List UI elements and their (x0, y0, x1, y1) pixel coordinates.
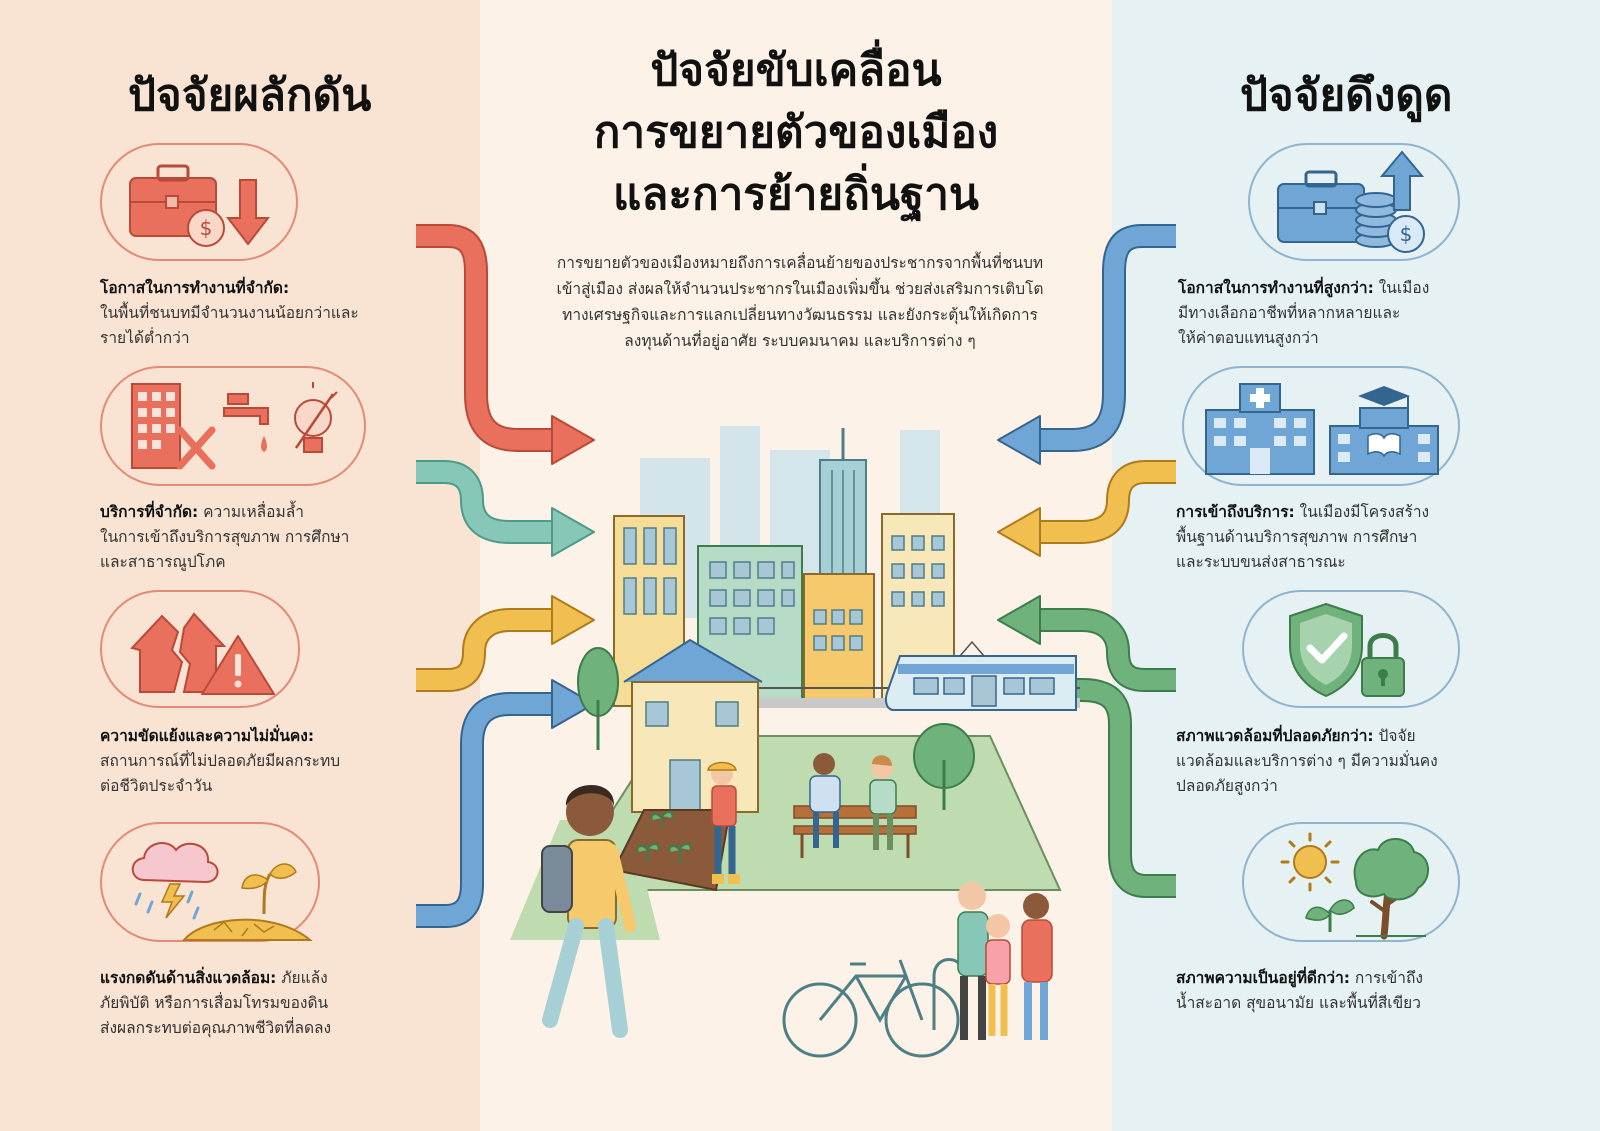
main-title: ปัจจัยขับเคลื่อน การขยายตัวของเมือง และก… (480, 40, 1112, 226)
drought-storm-icon (131, 842, 313, 941)
pull-factor-jobs-line3: ให้ค่าตอบแทนสูงกว่า (1178, 329, 1319, 347)
svg-text:$: $ (1400, 222, 1413, 246)
push-factor-services: บริการที่จำกัด: ความเหลื่อมล้ำ ในการเข้า… (100, 500, 400, 575)
pull-icon-pill-living (1242, 822, 1460, 942)
push-factor-jobs-line3: รายได้ต่ำกว่า (100, 329, 190, 347)
push-factor-services-line3: และสาธารณูปโภค (100, 553, 226, 571)
push-factors-title: ปัจจัยผลักดัน (128, 70, 372, 121)
push-icon-pill-services (100, 366, 366, 486)
push-factor-jobs: โอกาสในการทำงานที่จำกัด: ในพื้นที่ชนบทมี… (100, 276, 400, 351)
pull-icon-pill-safety (1242, 590, 1460, 708)
pull-factor-living: สภาพความเป็นอยู่ที่ดีกว่า: การเข้าถึง น้… (1176, 966, 1476, 1016)
push-factor-conflict: ความขัดแย้งและความไม่มั่นคง: สถานการณ์ที… (100, 724, 400, 799)
push-factor-environment-title: แรงกดดันด้านสิ่งแวดล้อม: (100, 969, 277, 987)
push-factor-jobs-line2: ในพื้นที่ชนบทมีจำนวนงานน้อยกว่าและ (100, 304, 359, 322)
pull-factor-services-title: การเข้าถึงบริการ: (1176, 503, 1295, 521)
push-factor-conflict-title: ความขัดแย้งและความไม่มั่นคง: (100, 727, 315, 745)
pull-factors-title: ปัจจัยดึงดูด (1240, 70, 1453, 121)
pull-factor-services: การเข้าถึงบริการ: ในเมืองมีโครงสร้าง พื้… (1176, 500, 1476, 575)
broken-house-warning-icon (130, 612, 275, 695)
push-factor-services-line1: ความเหลื่อมล้ำ (198, 503, 304, 521)
intro-line1: การขยายตัวของเมืองหมายถึงการเคลื่อนย้ายข… (556, 254, 1044, 272)
pull-factor-services-line1: ในเมืองมีโครงสร้าง (1294, 503, 1430, 521)
push-factor-jobs-title: โอกาสในการทำงานที่จำกัด: (100, 279, 290, 297)
pull-icon-pill-jobs (1248, 143, 1460, 261)
pull-factor-safety-line2: แวดล้อมและบริการต่าง ๆ มีความมั่นคง (1176, 752, 1438, 770)
sun-tree-icon (1280, 832, 1429, 940)
pull-icon-pill-services (1182, 366, 1460, 486)
intro-paragraph: การขยายตัวของเมืองหมายถึงการเคลื่อนย้ายข… (530, 250, 1070, 354)
main-title-line1: ปัจจัยขับเคลื่อน (650, 45, 942, 96)
pull-factor-living-title: สภาพความเป็นอยู่ที่ดีกว่า: (1176, 969, 1350, 987)
intro-line4: ลงทุนด้านที่อยู่อาศัย ระบบคมนาคม และบริก… (624, 332, 976, 350)
pull-factor-services-line3: และระบบขนส่งสาธารณะ (1176, 553, 1346, 571)
svg-text:$: $ (200, 216, 213, 240)
shield-lock-icon (1289, 602, 1405, 698)
push-factor-environment-line1: ภัยแล้ง (276, 969, 328, 987)
pull-factor-safety-title: สภาพแวดล้อมที่ปลอดภัยกว่า: (1176, 727, 1374, 745)
pull-factor-jobs-title: โอกาสในการทำงานที่สูงกว่า: (1178, 279, 1374, 297)
main-title-line2: การขยายตัวของเมือง (593, 107, 999, 158)
city-illustration (510, 426, 1080, 1058)
briefcase-down-icon: $ (129, 164, 271, 247)
pull-factor-safety: สภาพแวดล้อมที่ปลอดภัยกว่า: ปัจจัย แวดล้อ… (1176, 724, 1476, 799)
pull-factor-safety-line3: ปลอดภัยสูงกว่า (1176, 777, 1278, 795)
push-icon-pill-jobs (100, 143, 298, 261)
intro-line2: เข้าสู่เมือง ส่งผลให้จำนวนประชากรในเมือง… (556, 280, 1044, 298)
push-factor-conflict-line3: ต่อชีวิตประจำวัน (100, 777, 213, 795)
push-factor-environment-line3: ส่งผลกระทบต่อคุณภาพชีวิตที่ลดลง (100, 1019, 332, 1037)
push-factor-environment: แรงกดดันด้านสิ่งแวดล้อม: ภัยแล้ง ภัยพิบั… (100, 966, 400, 1041)
pull-factor-services-line2: พื้นฐานด้านบริการสุขภาพ การศึกษา (1176, 528, 1418, 546)
pull-factor-jobs-line1: ในเมือง (1373, 279, 1430, 297)
intro-line3: ทางเศรษฐกิจและการแลกเปลี่ยนทางวัฒนธรรม แ… (562, 306, 1038, 324)
push-factor-services-title: บริการที่จำกัด: (100, 503, 199, 521)
pull-factor-jobs-line2: มีทางเลือกอาชีพที่หลากหลายและ (1178, 304, 1401, 322)
pull-factor-safety-line1: ปัจจัย (1373, 727, 1416, 745)
pull-factor-living-line1: การเข้าถึง (1350, 969, 1423, 987)
main-title-line3: และการย้ายถิ่นฐาน (613, 169, 979, 220)
push-factor-services-line2: ในการเข้าถึงบริการสุขภาพ การศึกษา (100, 528, 350, 546)
limited-services-icon (131, 382, 338, 470)
push-factor-environment-line2: ภัยพิบัติ หรือการเสื่อมโทรมของดิน (100, 994, 329, 1012)
hospital-school-icon (1205, 383, 1439, 475)
pull-factor-jobs: โอกาสในการทำงานที่สูงกว่า: ในเมือง มีทาง… (1178, 276, 1478, 351)
push-icon-pill-conflict (100, 590, 300, 708)
briefcase-coins-up-icon: $ (1277, 150, 1425, 253)
push-factor-conflict-line2: สถานการณ์ที่ไม่ปลอดภัยมีผลกระทบ (100, 752, 341, 770)
pull-factor-living-line2: น้ำสะอาด สุขอนามัย และพื้นที่สีเขียว (1176, 994, 1421, 1012)
